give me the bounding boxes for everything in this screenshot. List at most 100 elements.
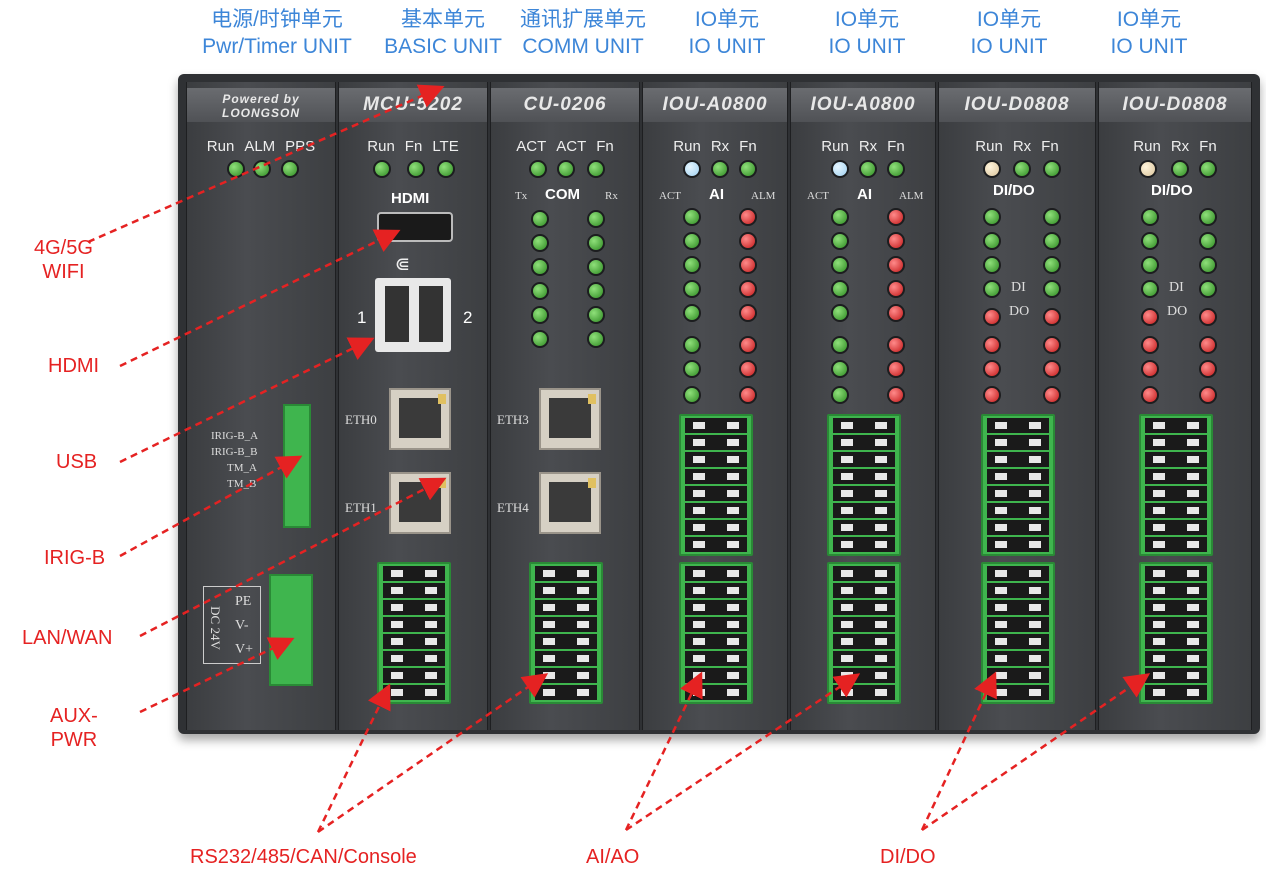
alm-led (739, 336, 757, 354)
led-label: LTE (432, 138, 459, 155)
led-fn (587, 160, 605, 178)
di-led (1199, 280, 1217, 298)
do-terminal[interactable] (1139, 562, 1213, 704)
serial-terminal[interactable] (377, 562, 451, 704)
ai-terminal-top[interactable] (827, 414, 901, 556)
top-label-io-unit-2: IO单元 IO UNIT (812, 6, 922, 60)
alm-led (887, 232, 905, 250)
do-led (983, 360, 1001, 378)
led-run (831, 160, 849, 178)
tx-label: Tx (515, 190, 528, 202)
led-lte (437, 160, 455, 178)
led-labels: Run Rx Fn (939, 138, 1095, 155)
power-label-box (203, 586, 261, 664)
led-label: Rx (858, 138, 878, 155)
callout-label-usb: USB (56, 451, 98, 473)
callout-line-dido-b (921, 673, 1151, 832)
com-rx-led (587, 282, 605, 300)
led-label: ACT (556, 138, 587, 155)
module-name: IOU-A0800 (791, 88, 935, 122)
di-led (1199, 208, 1217, 226)
module-name: CU-0206 (491, 88, 639, 122)
di-led (1141, 208, 1159, 226)
ai-label: AI (857, 186, 872, 203)
do-led (1141, 386, 1159, 404)
top-label-basic-unit: 基本单元 BASIC UNIT (380, 6, 506, 60)
do-led (1199, 308, 1217, 326)
alm-label: ALM (899, 190, 924, 202)
top-label-io-unit-3: IO单元 IO UNIT (954, 6, 1064, 60)
act-led (683, 280, 701, 298)
callout-line-rs232-a (316, 683, 391, 833)
led-fn (1199, 160, 1217, 178)
act-led (683, 304, 701, 322)
di-terminal[interactable] (1139, 414, 1213, 556)
top-label-en: COMM UNIT (522, 35, 644, 58)
top-label-en: IO UNIT (1110, 35, 1188, 58)
module-name: IOU-D0808 (1099, 88, 1251, 122)
do-led (983, 336, 1001, 354)
rx-label: Rx (605, 190, 618, 202)
eth3-port[interactable] (539, 388, 601, 450)
module-iou-d0808-2: IOU-D0808 Run Rx Fn DI/DO DI DO (1098, 82, 1252, 730)
alm-led (739, 208, 757, 226)
callout-line-dido-a (920, 671, 997, 831)
led-label: Run (206, 138, 235, 155)
power-terminal (269, 574, 313, 686)
com-rx-led (587, 306, 605, 324)
led-run (983, 160, 1001, 178)
act-led (831, 280, 849, 298)
do-led (1199, 386, 1217, 404)
led-label: Run (821, 138, 849, 155)
led-label: ACT (516, 138, 547, 155)
top-label-en: IO UNIT (688, 35, 766, 58)
do-led (1141, 308, 1159, 326)
tm-label-b: TM_B (227, 478, 257, 490)
led-fn (1043, 160, 1061, 178)
act-led (683, 232, 701, 250)
led-label: Run (673, 138, 701, 155)
callout-label-irig-b: IRIG-B (44, 547, 106, 569)
eth4-label: ETH4 (497, 500, 529, 515)
tm-label-a: TM_A (227, 462, 257, 474)
alm-led (739, 360, 757, 378)
callout-line-usb (119, 337, 375, 464)
usb-port-2[interactable] (419, 286, 443, 342)
usb-port-1[interactable] (385, 286, 409, 342)
di-led (1199, 256, 1217, 274)
alm-led (739, 280, 757, 298)
callout-label-dido: DI/DO (880, 846, 936, 868)
module-name: IOU-A0800 (643, 88, 787, 122)
di-terminal[interactable] (981, 414, 1055, 556)
led-labels: Run Fn LTE (339, 138, 487, 155)
di-led (1199, 232, 1217, 250)
callout-label-4g-wifi: 4G/5G WIFI (34, 237, 93, 283)
led-label: Run (367, 138, 395, 155)
act-led (831, 232, 849, 250)
eth0-label: ETH0 (345, 412, 377, 427)
led-label: Fn (404, 138, 423, 155)
top-label-en: IO UNIT (828, 35, 906, 58)
led-rx (1171, 160, 1189, 178)
ai-terminal-bottom[interactable] (827, 562, 901, 704)
alm-led (887, 280, 905, 298)
ai-terminal-top[interactable] (679, 414, 753, 556)
do-terminal[interactable] (981, 562, 1055, 704)
alm-led (887, 360, 905, 378)
act-led (831, 304, 849, 322)
com-tx-led (531, 306, 549, 324)
com-tx-led (531, 330, 549, 348)
do-led (1199, 336, 1217, 354)
comm-terminal[interactable] (529, 562, 603, 704)
top-label-cn: 基本单元 (401, 8, 485, 31)
act-led (831, 336, 849, 354)
led-labels: Run Rx Fn (643, 138, 787, 155)
pwr-vminus: V- (235, 618, 249, 633)
led-label: Run (1133, 138, 1161, 155)
eth0-port[interactable] (389, 388, 451, 450)
di-led (1141, 232, 1159, 250)
led-label: Fn (596, 138, 614, 155)
eth4-port[interactable] (539, 472, 601, 534)
act-led (683, 208, 701, 226)
